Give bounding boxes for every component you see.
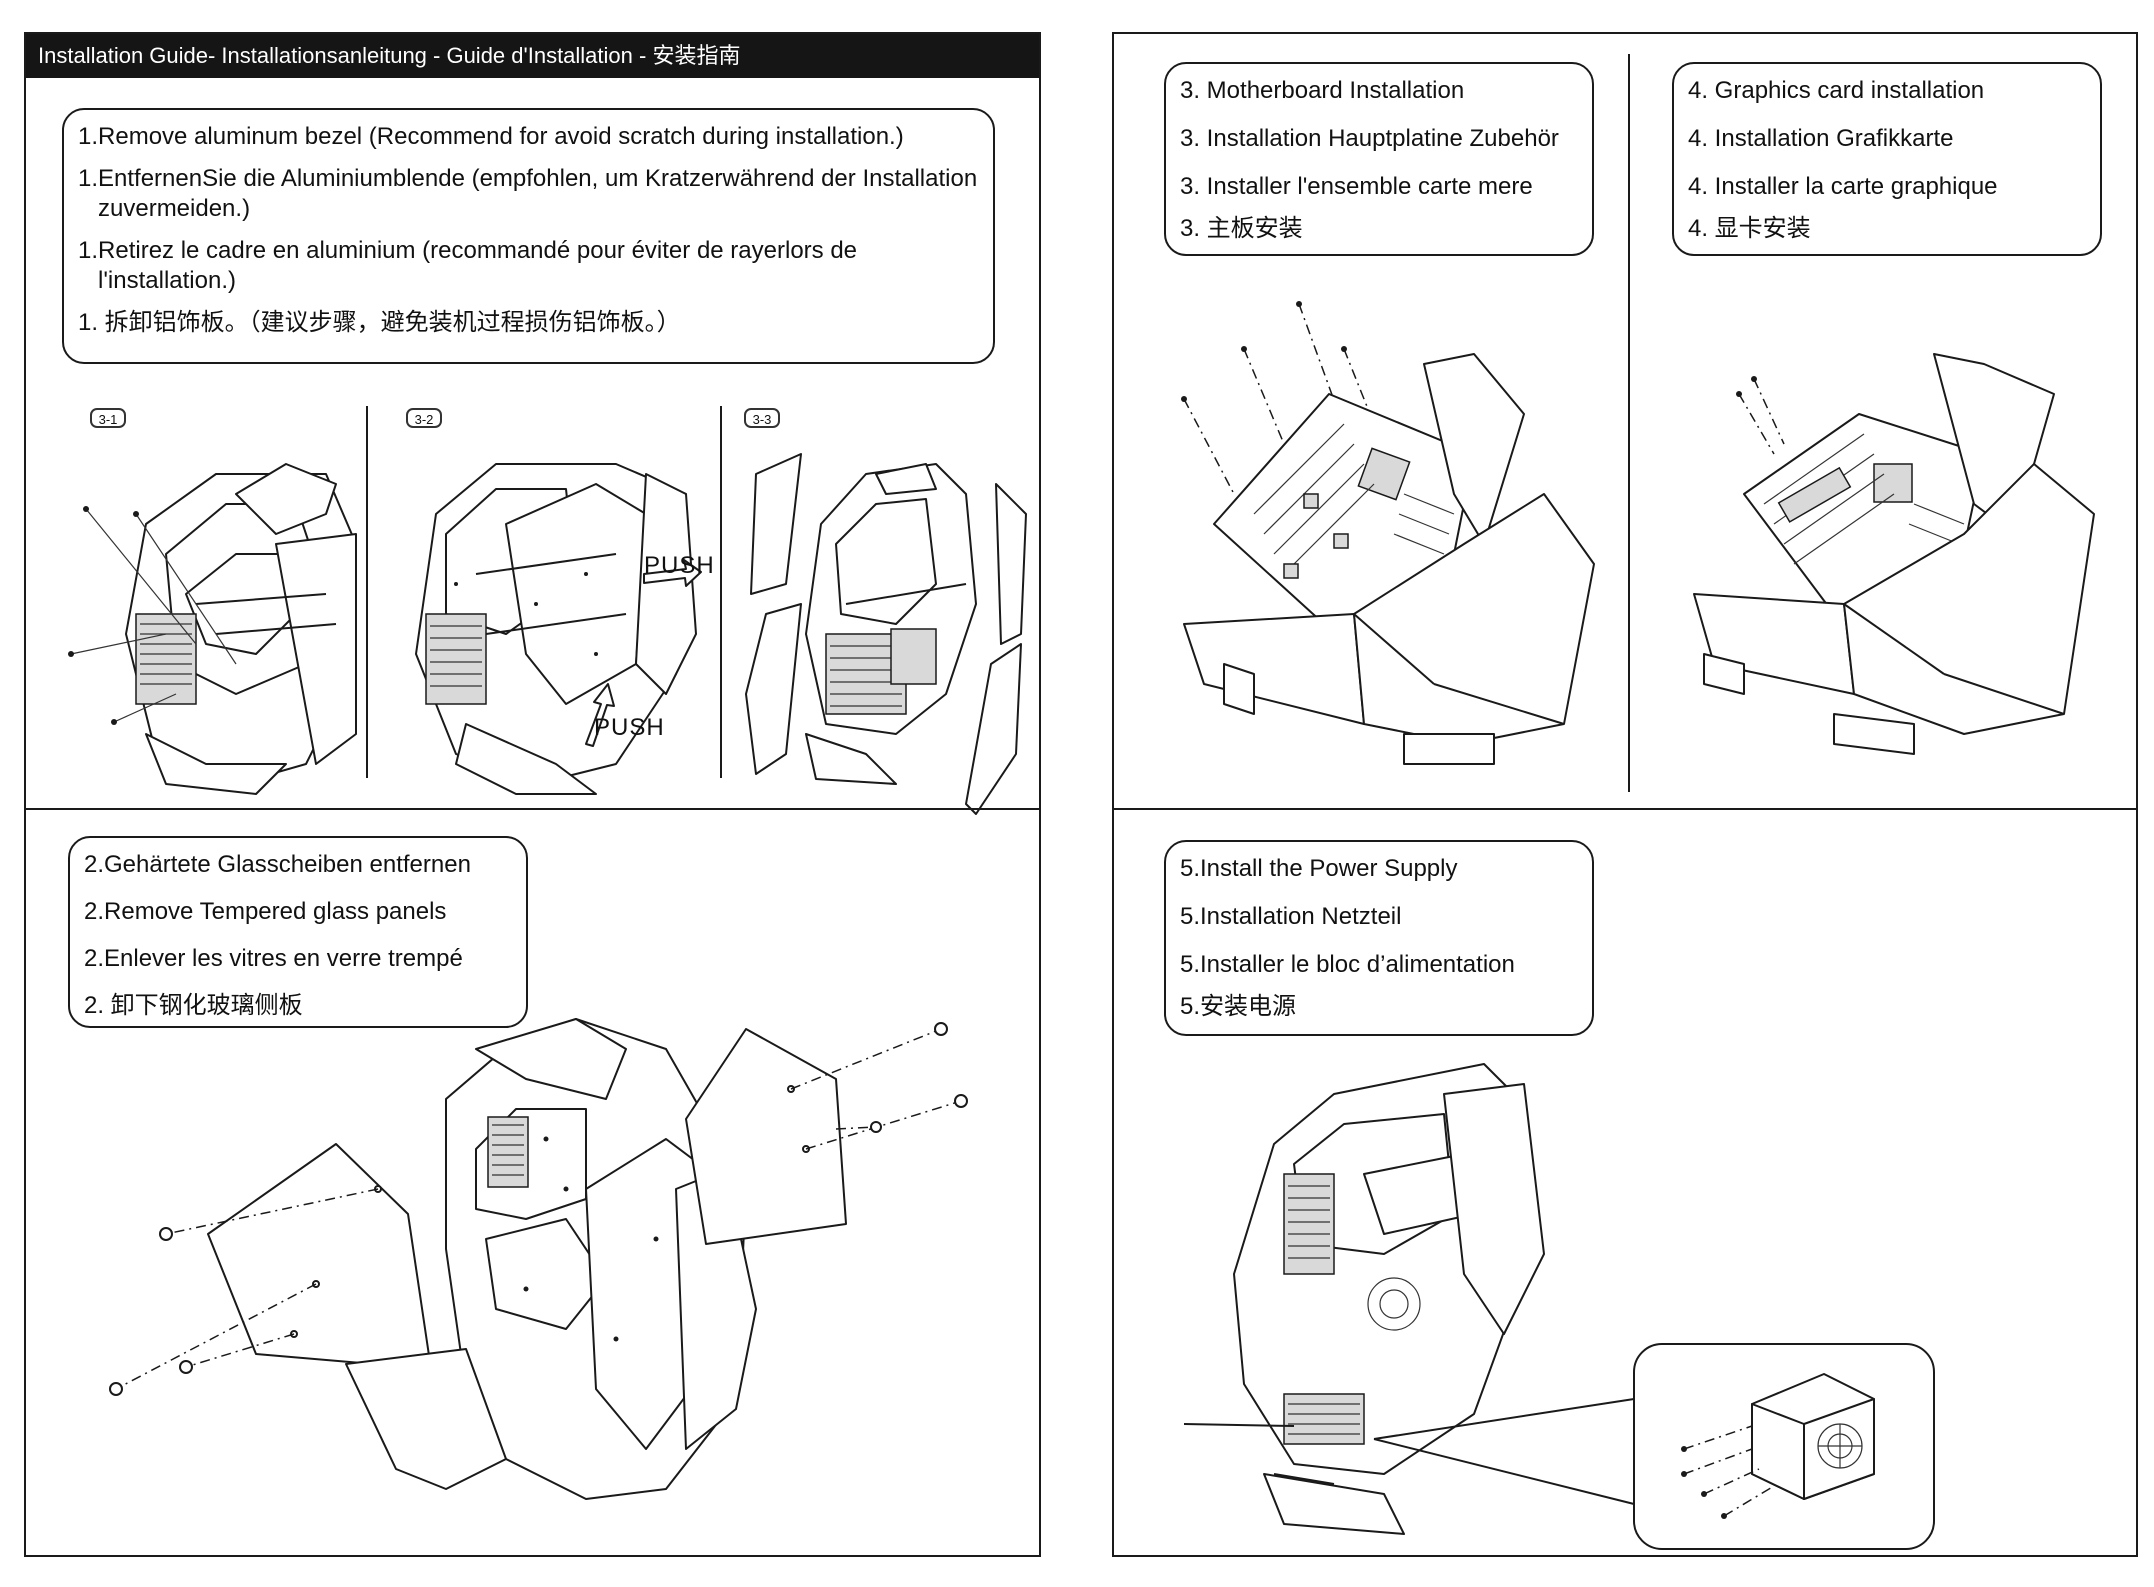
push-label-side: PUSH bbox=[644, 552, 715, 579]
substep-badge-3-3: 3-3 bbox=[744, 408, 780, 428]
step5-instructions: 5.Install the Power Supply 5.Installatio… bbox=[1164, 840, 1594, 1036]
push-label-bottom: PUSH bbox=[594, 714, 665, 741]
substep-divider-2 bbox=[720, 406, 722, 778]
step2-line-zh: 2. 卸下钢化玻璃侧板 bbox=[84, 992, 303, 1019]
step4-line-en: 4. Graphics card installation bbox=[1688, 77, 1985, 104]
left-page-section-divider bbox=[26, 808, 1039, 810]
guide-title-bar: Installation Guide- Installationsanleitu… bbox=[26, 34, 1039, 78]
step1-line-zh: 1. 拆卸铝饰板。（建议步骤，避免装机过程损伤铝饰板。） bbox=[78, 309, 681, 336]
step2-instructions: 2.Gehärtete Glasscheiben entfernen 2.Rem… bbox=[68, 836, 528, 1028]
power-supply-install-illustration bbox=[1184, 1054, 1944, 1554]
step2-line-de: 2.Gehärtete Glasscheiben entfernen bbox=[84, 851, 471, 878]
step4-line-fr: 4. Installer la carte graphique bbox=[1688, 173, 1998, 200]
bezel-removal-illustration-2 bbox=[386, 434, 706, 814]
right-page-section-divider bbox=[1114, 808, 2136, 810]
substep-divider-1 bbox=[366, 406, 368, 778]
step3-line-fr: 3. Installer l'ensemble carte mere bbox=[1180, 173, 1533, 200]
step1-line-de: 1.EntfernenSie die Aluminiumblende (empf… bbox=[78, 165, 978, 222]
step5-line-zh: 5.安装电源 bbox=[1180, 993, 1297, 1020]
page-right: 3. Motherboard Installation 3. Installat… bbox=[1112, 32, 2138, 1557]
step2-line-en: 2.Remove Tempered glass panels bbox=[84, 898, 447, 925]
step3-line-de: 3. Installation Hauptplatine Zubehör bbox=[1180, 125, 1559, 152]
step2-line-fr: 2.Enlever les vitres en verre trempé bbox=[84, 945, 463, 972]
step4-instructions: 4. Graphics card installation 4. Install… bbox=[1672, 62, 2102, 256]
substep-badge-3-2: 3-2 bbox=[406, 408, 442, 428]
motherboard-install-illustration bbox=[1181, 301, 1604, 794]
graphics-card-install-illustration bbox=[1684, 334, 2124, 794]
step5-line-en: 5.Install the Power Supply bbox=[1180, 855, 1458, 882]
step1-instructions: 1.Remove aluminum bezel (Recommend for a… bbox=[62, 108, 995, 364]
glass-panel-removal-illustration bbox=[146, 989, 986, 1539]
step3-instructions: 3. Motherboard Installation 3. Installat… bbox=[1164, 62, 1594, 256]
step1-line-en: 1.Remove aluminum bezel (Recommend for a… bbox=[78, 123, 904, 150]
page-left: Installation Guide- Installationsanleitu… bbox=[24, 32, 1041, 1557]
bezel-removal-illustration-3 bbox=[726, 434, 1041, 824]
step4-line-de: 4. Installation Grafikkarte bbox=[1688, 125, 1954, 152]
step5-line-fr: 5.Installer le bloc d’alimentation bbox=[1180, 951, 1515, 978]
step4-line-zh: 4. 显卡安装 bbox=[1688, 215, 1811, 242]
step3-step4-divider bbox=[1628, 54, 1630, 792]
step1-line-fr: 1.Retirez le cadre en aluminium (recomma… bbox=[78, 237, 858, 294]
step3-line-zh: 3. 主板安装 bbox=[1180, 215, 1303, 242]
substep-badge-3-1: 3-1 bbox=[90, 408, 126, 428]
bezel-removal-illustration-1 bbox=[68, 434, 366, 814]
step5-line-de: 5.Installation Netzteil bbox=[1180, 903, 1402, 930]
step3-line-en: 3. Motherboard Installation bbox=[1180, 77, 1465, 104]
